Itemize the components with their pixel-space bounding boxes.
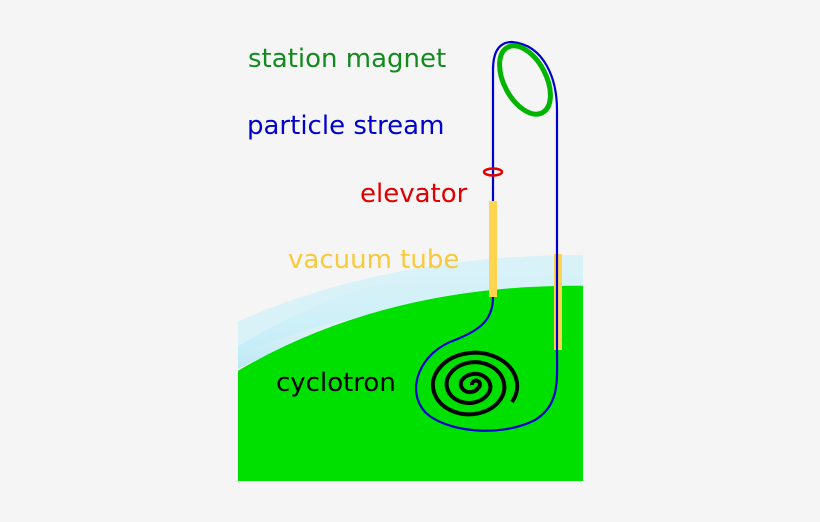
label-elevator: elevator [360,179,468,209]
station-magnet-ring [497,43,553,117]
elevator-ring [482,167,504,177]
label-vacuum-tube: vacuum tube [288,245,460,275]
cyclotron-spiral [430,350,520,417]
earth-ground [238,285,583,481]
label-particle-stream: particle stream [247,111,445,141]
label-station-magnet: station magnet [248,44,447,74]
vacuum-tube-left [489,201,497,297]
particle-stream [415,40,559,432]
label-cyclotron: cyclotron [276,368,396,398]
